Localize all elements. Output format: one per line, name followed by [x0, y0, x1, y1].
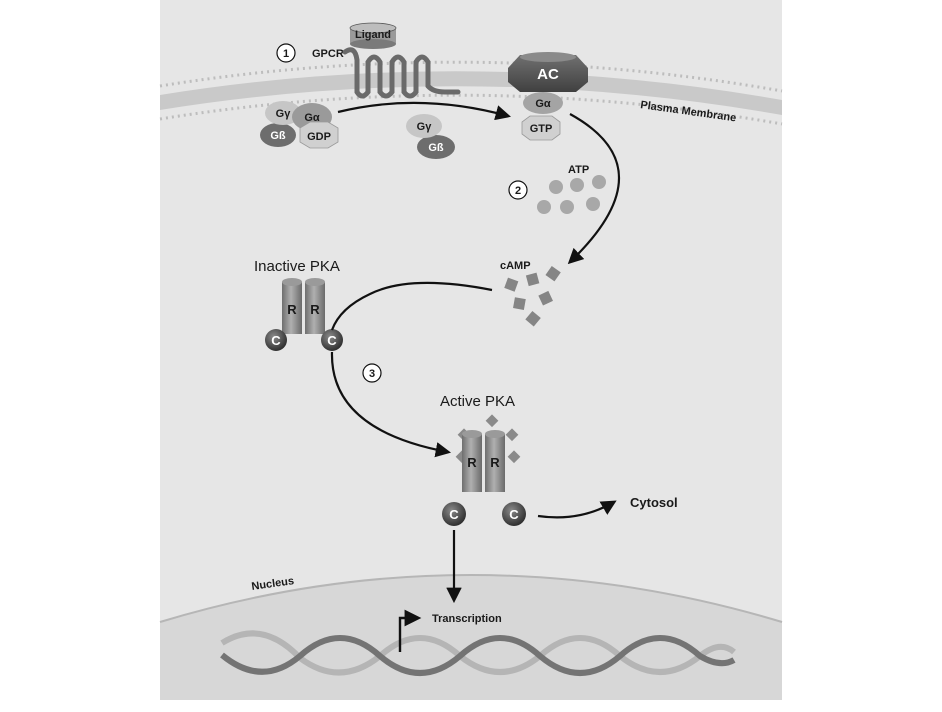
inactive-pka-c2-label: C — [327, 333, 337, 348]
g-beta-subunit — [260, 123, 296, 147]
g-gamma-label: Gγ — [276, 108, 292, 120]
cytosol-arrow — [537, 500, 617, 519]
adenylyl-cyclase: AC Gα GTP — [508, 52, 588, 141]
gtp-molecule — [521, 115, 561, 141]
atp-label: ATP — [568, 164, 589, 176]
inactive-pka-title: Inactive PKA — [254, 258, 340, 275]
step-two-number: 2 — [515, 185, 521, 197]
step-one-number: 1 — [283, 48, 289, 60]
inactive-pka-c1-label: C — [271, 333, 281, 348]
catalytic-nuclear-label: C — [449, 507, 459, 522]
dna-double-helix — [220, 630, 736, 676]
nucleus-label: Nucleus — [251, 575, 295, 593]
gtp-label: GTP — [530, 123, 553, 135]
ligand-cylinder: Ligand — [349, 22, 397, 49]
ligand-label: Ligand — [355, 29, 391, 41]
cytosol-label: Cytosol — [630, 495, 678, 510]
camp-label: cAMP — [500, 260, 531, 272]
g-protein-complex: Gγ Gα Gß GDP — [260, 101, 339, 149]
gdp-label: GDP — [307, 131, 331, 143]
step-two-marker: 2 — [508, 180, 528, 200]
catalytic-subunit-nuclear: C — [442, 502, 466, 526]
inactive-pka-r1-label: R — [287, 302, 297, 317]
g-alpha-label: Gα — [304, 112, 320, 124]
g-beta-gamma-dimer: Gγ Gß — [406, 114, 455, 159]
inactive-pka-r2-label: R — [310, 302, 320, 317]
catalytic-subunit-cytosolic: C — [502, 502, 526, 526]
active-pka-title: Active PKA — [440, 393, 515, 410]
g-beta-label: Gß — [270, 130, 286, 142]
ac-g-alpha-subunit — [523, 92, 563, 114]
active-pka-r2-label: R — [490, 455, 500, 470]
step-three-marker: 3 — [362, 363, 382, 383]
camp-molecules — [504, 266, 561, 327]
g-beta-released-label: Gß — [428, 142, 444, 154]
step-one-marker: 1 — [276, 43, 296, 63]
nuclear-envelope — [159, 574, 783, 623]
pka-activation-arrow — [330, 351, 452, 458]
gpcr-receptor-coil — [342, 47, 461, 99]
camp-production-arrow — [567, 113, 620, 265]
step-three-number: 3 — [369, 368, 375, 380]
active-pka-r1-label: R — [467, 455, 477, 470]
g-gamma-subunit — [265, 101, 301, 125]
g-gamma-released-label: Gγ — [417, 121, 433, 133]
camp-binding-curve — [330, 281, 493, 331]
gpcr-label: GPCR — [312, 48, 344, 60]
catalytic-cytosolic-label: C — [509, 507, 519, 522]
ac-g-alpha-label: Gα — [535, 98, 551, 110]
gdp-molecule — [299, 121, 339, 149]
ac-label: AC — [537, 66, 559, 83]
transcription-label: Transcription — [432, 613, 502, 625]
atp-molecules — [537, 175, 606, 214]
inactive-pka: R R C C — [265, 278, 343, 351]
active-pka: R R — [455, 414, 521, 492]
transcription-start-arrow — [398, 609, 422, 652]
activation-arrow — [337, 101, 511, 121]
